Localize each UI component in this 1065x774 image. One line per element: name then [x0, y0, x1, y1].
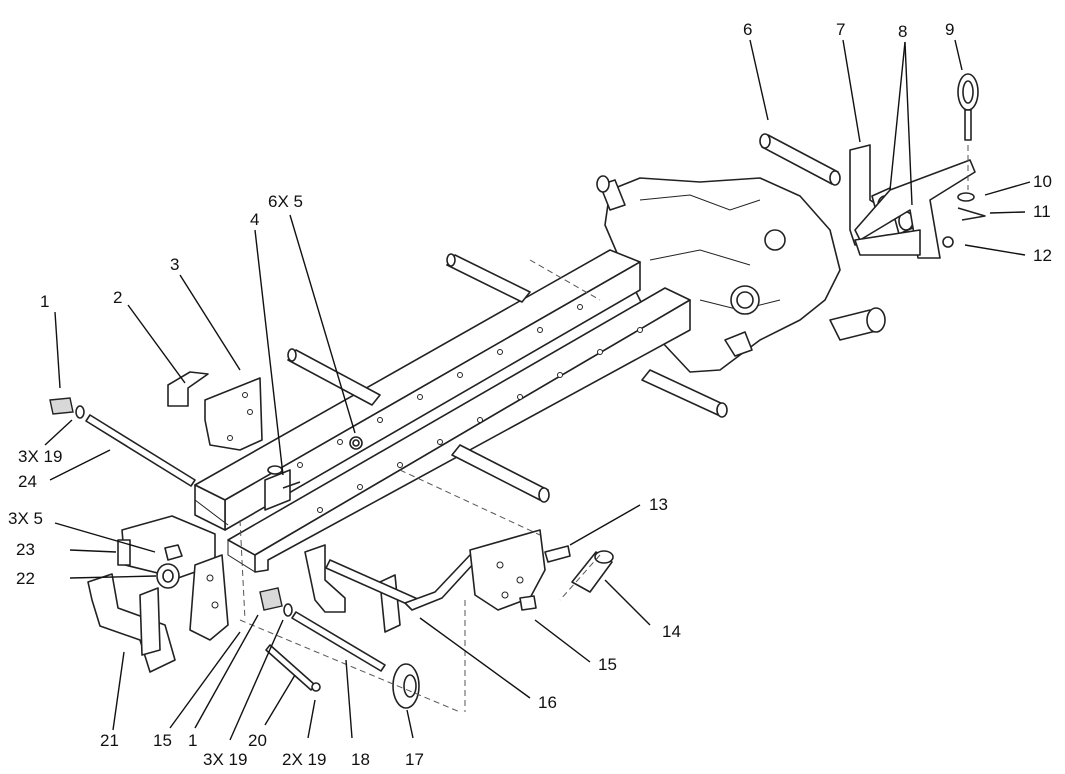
- callout-3x5: 3X 5: [8, 509, 43, 528]
- callout-14: 14: [662, 622, 681, 641]
- callout-3x19-lower: 3X 19: [203, 750, 247, 769]
- callout-17: 17: [405, 750, 424, 769]
- callout-3x19-upper: 3X 19: [18, 447, 62, 466]
- callout-15-lower: 15: [153, 731, 172, 750]
- callout-21: 21: [100, 731, 119, 750]
- callout-2x19: 2X 19: [282, 750, 326, 769]
- callout-16: 16: [538, 693, 557, 712]
- callout-7: 7: [836, 20, 845, 39]
- callout-1-lower: 1: [188, 731, 197, 750]
- callout-23: 23: [16, 540, 35, 559]
- callout-6x5: 6X 5: [268, 192, 303, 211]
- leader-lines: [44, 39, 1031, 741]
- callout-24: 24: [18, 472, 37, 491]
- callout-labels: 1 2 3 4 6X 5 6 7 8 9 10 11 12 3X 19 24 3…: [8, 20, 1052, 769]
- callout-22: 22: [16, 569, 35, 588]
- callout-15-right: 15: [598, 655, 617, 674]
- callout-1-upper: 1: [40, 292, 49, 311]
- callout-4: 4: [250, 210, 259, 229]
- main-frame: [194, 249, 728, 573]
- left-assemblies: [49, 259, 614, 713]
- callout-10: 10: [1033, 172, 1052, 191]
- callout-9: 9: [945, 20, 954, 39]
- callout-6: 6: [743, 20, 752, 39]
- callout-13: 13: [649, 495, 668, 514]
- callout-12: 12: [1033, 246, 1052, 265]
- callout-20: 20: [248, 731, 267, 750]
- hitch-parts: [759, 73, 986, 259]
- callout-3: 3: [170, 255, 179, 274]
- callout-8: 8: [898, 22, 907, 41]
- callout-11: 11: [1033, 202, 1051, 221]
- callout-18: 18: [351, 750, 370, 769]
- callout-2: 2: [113, 288, 122, 307]
